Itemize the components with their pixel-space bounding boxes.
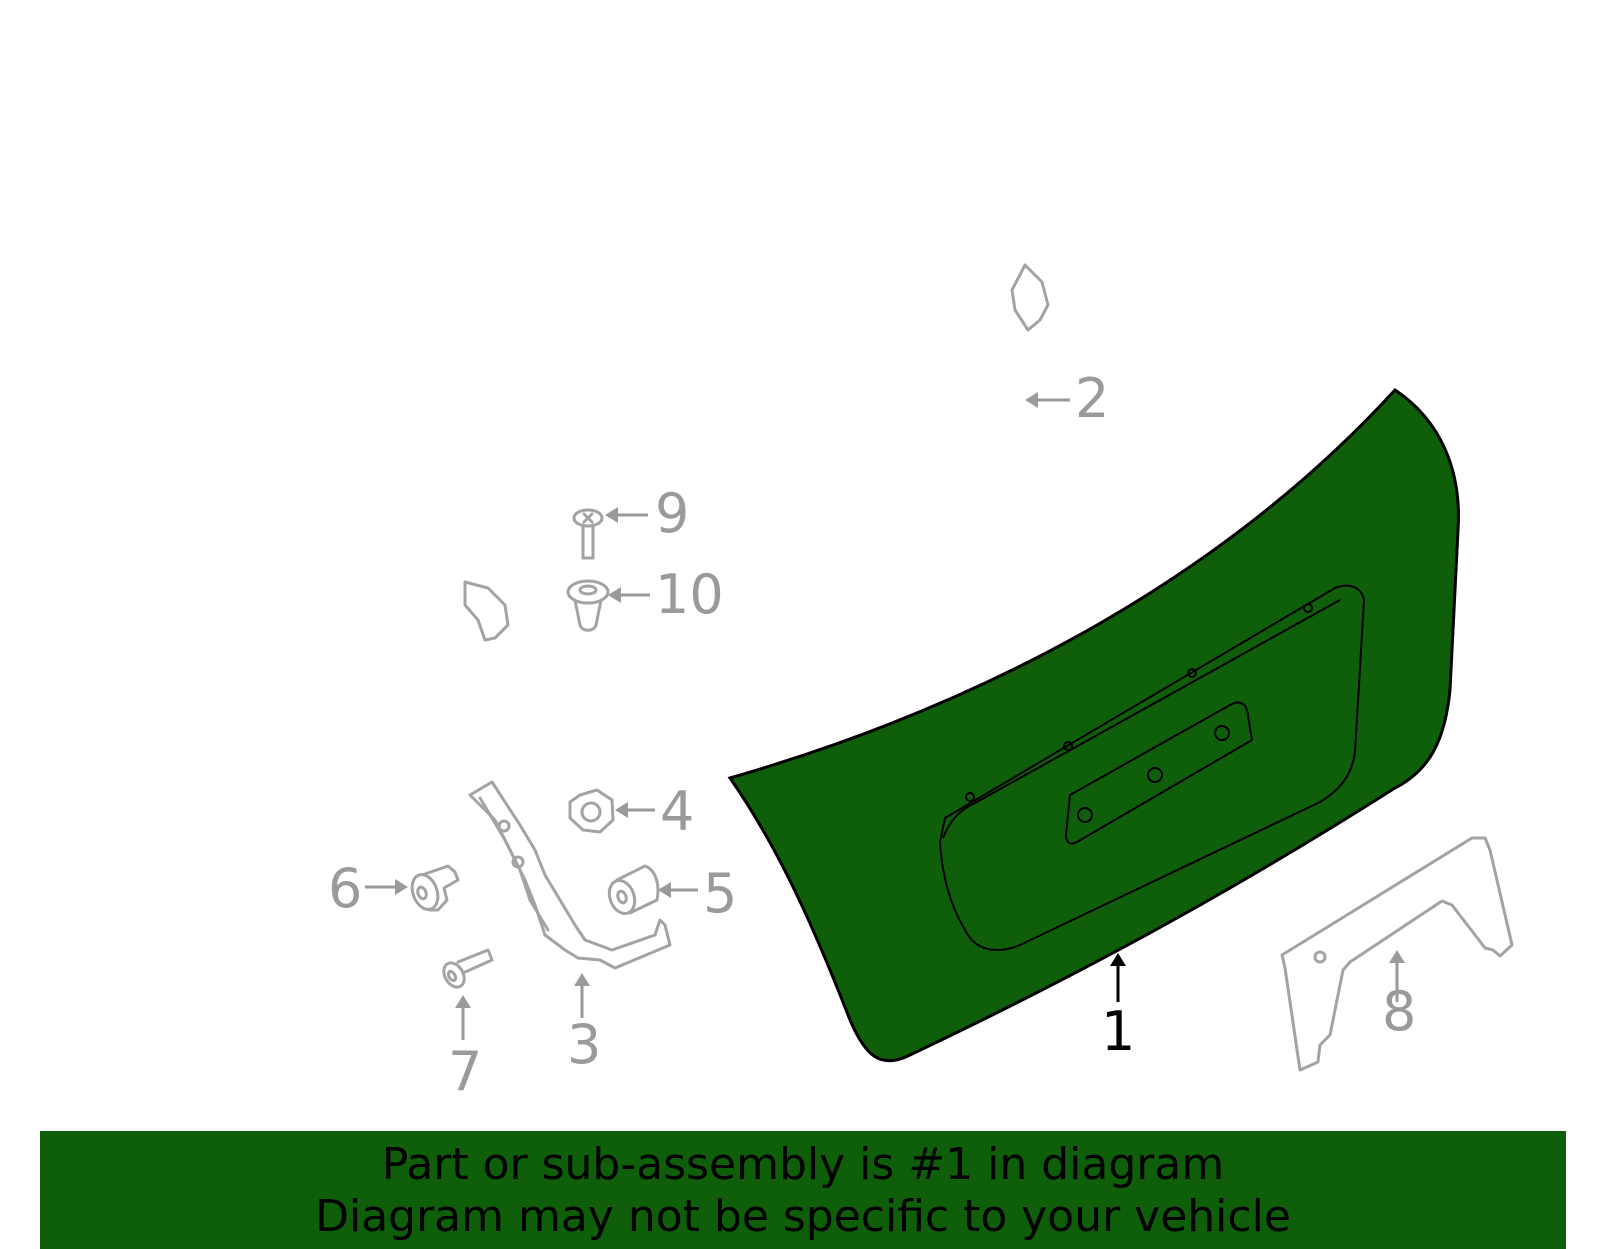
leader-4 [615, 802, 655, 818]
part-9-screw[interactable] [572, 508, 604, 560]
part-1-liftgate-panel[interactable] [727, 388, 1460, 1063]
callout-8: 8 [1382, 980, 1416, 1043]
part-7-bolt[interactable] [440, 948, 494, 991]
part-8-side-trim[interactable] [1280, 836, 1514, 1072]
leader-2 [1025, 392, 1070, 408]
part-3-hinge-bracket[interactable] [468, 780, 672, 970]
callout-10: 10 [655, 563, 724, 626]
part-2-weatherstrip[interactable] [93, 41, 1050, 763]
callout-7: 7 [448, 1040, 482, 1103]
callout-4: 4 [660, 780, 694, 843]
banner-line-1: Part or sub-assembly is #1 in diagram [381, 1139, 1225, 1190]
leader-1 [1110, 953, 1126, 1002]
callout-1: 1 [1101, 1000, 1135, 1063]
leader-5 [658, 882, 698, 898]
parts-diagram: 2 9 10 4 5 6 7 3 8 1 [93, 41, 1514, 1103]
banner-line-2: Diagram may not be specific to your vehi… [315, 1191, 1291, 1242]
callout-2: 2 [1075, 367, 1109, 430]
part-4-hex-nut[interactable] [568, 788, 615, 834]
leader-8 [1389, 950, 1405, 1002]
callout-9: 9 [655, 482, 689, 545]
callout-5: 5 [703, 862, 737, 925]
leader-9 [605, 507, 648, 523]
leader-3 [574, 973, 590, 1018]
part-10-push-clip[interactable] [566, 579, 610, 632]
leader-10 [608, 587, 650, 603]
leader-7 [455, 995, 471, 1040]
part-5-bumper-stop[interactable] [605, 864, 660, 917]
leader-6 [365, 879, 408, 895]
part-6-retainer[interactable] [408, 864, 460, 913]
info-banner: Part or sub-assembly is #1 in diagram Di… [40, 1131, 1566, 1249]
callout-6: 6 [328, 857, 362, 920]
callout-3: 3 [567, 1013, 601, 1076]
